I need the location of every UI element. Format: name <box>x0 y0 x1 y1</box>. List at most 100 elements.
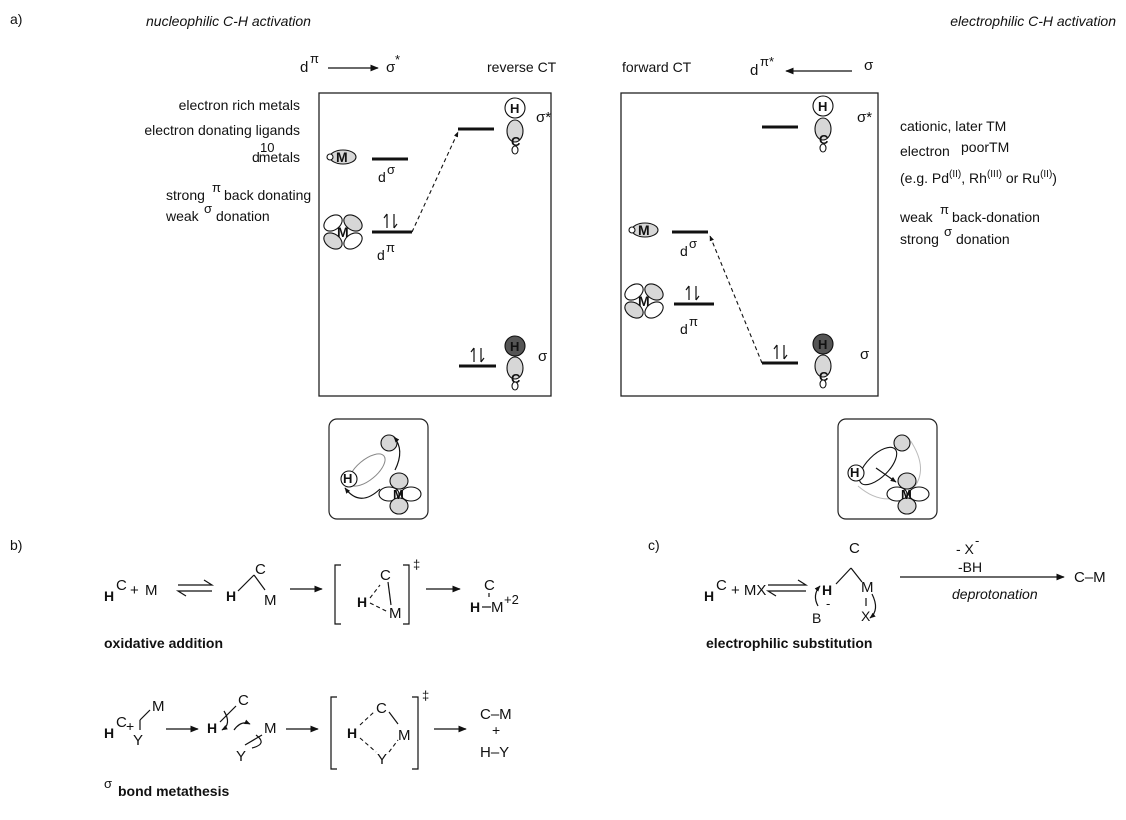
right-sigma-orbital: H C <box>812 333 834 389</box>
es-equilibrium-arrow <box>765 579 809 597</box>
sbm-products: C–M + H–Y <box>480 706 512 761</box>
oa-transition-state: H C M ‡ <box>334 557 420 625</box>
es-caption: electrophilic substitution <box>706 635 872 651</box>
left-dsigma-sup: σ <box>387 162 395 177</box>
right-dpi-label: d <box>680 321 688 337</box>
right-desc-sigma: σ <box>944 224 952 239</box>
svg-text:H: H <box>470 599 480 615</box>
svg-text:C: C <box>484 577 495 594</box>
oa-complex: H C M <box>226 561 277 609</box>
svg-text:C–M: C–M <box>480 706 512 723</box>
right-desc-1: cationic, later TM <box>900 118 1006 134</box>
oa-equilibrium-arrow <box>175 579 215 597</box>
svg-text:-: - <box>826 596 830 611</box>
left-inset: M H <box>328 418 429 520</box>
right-dsigma-orbital: M <box>628 222 659 238</box>
svg-text:H: H <box>104 725 114 741</box>
right-desc-eg-5: or Ru <box>1002 170 1040 186</box>
right-desc-2: electron <box>900 143 950 159</box>
left-desc-6: weak <box>165 208 200 224</box>
es-above-1-sup: - <box>975 533 979 548</box>
svg-text:C: C <box>849 540 860 557</box>
right-sigma-star-orbital: H C <box>812 95 834 153</box>
svg-text:Y: Y <box>236 748 246 765</box>
svg-text:+ MX: + MX <box>731 582 766 599</box>
svg-text:C: C <box>116 577 127 594</box>
left-desc-pi: π <box>212 180 221 195</box>
left-desc-4: strong <box>166 187 205 203</box>
svg-text:‡: ‡ <box>413 557 420 572</box>
right-sigma-label: σ <box>860 346 870 363</box>
svg-text:H: H <box>510 101 519 116</box>
svg-text:+2: +2 <box>504 592 519 607</box>
svg-text:M: M <box>389 605 402 622</box>
svg-text:M: M <box>264 592 277 609</box>
right-inset: M H <box>837 418 938 520</box>
left-sigma-star-orbital: H C <box>504 97 526 155</box>
svg-text:C: C <box>511 134 521 149</box>
left-to-sigma: σ <box>386 59 396 76</box>
left-reverse-ct-arrow <box>411 131 459 233</box>
left-desc-5: back donating <box>224 187 311 203</box>
right-desc-eg-3: , Rh <box>961 170 987 186</box>
es-above-2: -BH <box>958 559 982 575</box>
left-desc-7: donation <box>216 208 270 224</box>
svg-text:H: H <box>207 720 217 736</box>
svg-text:H: H <box>704 588 714 604</box>
right-forward-ct-arrow <box>709 235 763 364</box>
right-desc-eg-2: (II) <box>949 169 961 180</box>
right-dpi-sup: π <box>689 314 698 329</box>
es-intermediate: H C M X B - <box>812 540 877 626</box>
right-dpi-orbital: M <box>624 283 664 319</box>
svg-text:Y: Y <box>133 732 143 749</box>
left-dsigma-orbital: M <box>326 149 357 165</box>
svg-text:H: H <box>226 588 236 604</box>
svg-text:H: H <box>822 582 832 598</box>
left-from-d: d <box>300 59 308 76</box>
svg-text:M: M <box>264 720 277 737</box>
sbm-transition-state: H C M Y ‡ <box>330 688 429 770</box>
left-from-sup: π <box>310 51 319 66</box>
right-sigma-star-label: σ* <box>857 109 872 126</box>
right-desc-7: donation <box>956 231 1010 247</box>
svg-text:M: M <box>398 727 411 744</box>
panel-b-label: b) <box>10 537 22 553</box>
es-below: deprotonation <box>952 586 1038 602</box>
right-desc-eg-1: (e.g. Pd <box>900 170 949 186</box>
svg-text:M: M <box>491 599 504 616</box>
right-desc-5: back-donation <box>952 209 1040 225</box>
sbm-complex: H C M Y <box>207 692 277 765</box>
svg-text:C: C <box>116 714 127 731</box>
svg-text:C: C <box>238 692 249 709</box>
right-title: electrophilic C-H activation <box>950 13 1116 29</box>
svg-text:+: + <box>492 722 500 738</box>
svg-text:H: H <box>343 471 352 486</box>
right-dpi-electrons <box>685 285 700 301</box>
left-dpi-orbital: M <box>323 214 363 250</box>
left-desc-sigma: σ <box>204 201 212 216</box>
right-desc-eg-7: ) <box>1052 170 1057 186</box>
svg-text:M: M <box>336 149 348 165</box>
left-ct-label: reverse CT <box>487 59 557 75</box>
es-product: C–M <box>1074 569 1106 586</box>
svg-text:H: H <box>818 99 827 114</box>
left-dsigma-label: d <box>378 169 386 185</box>
svg-text:M: M <box>901 487 912 502</box>
oa-reactants: H C + M <box>104 577 158 604</box>
es-reactants: H C + MX <box>704 577 766 604</box>
svg-text:+: + <box>126 718 134 734</box>
left-sigma-electrons <box>470 347 485 363</box>
svg-text:C: C <box>511 371 521 386</box>
sbm-caption-sigma: σ <box>104 776 112 791</box>
svg-text:C: C <box>255 561 266 578</box>
left-desc-1: electron rich metals <box>179 97 300 113</box>
left-d10: d <box>252 149 260 165</box>
oa-product: C H M +2 <box>470 577 519 616</box>
left-dpi-label: d <box>377 247 385 263</box>
left-sigma-label: σ <box>538 348 548 365</box>
svg-text:M: M <box>861 579 874 596</box>
right-dsigma-label: d <box>680 243 688 259</box>
svg-text:‡: ‡ <box>422 688 429 703</box>
left-mo-box <box>318 92 552 397</box>
right-sigma-electrons <box>773 344 788 360</box>
